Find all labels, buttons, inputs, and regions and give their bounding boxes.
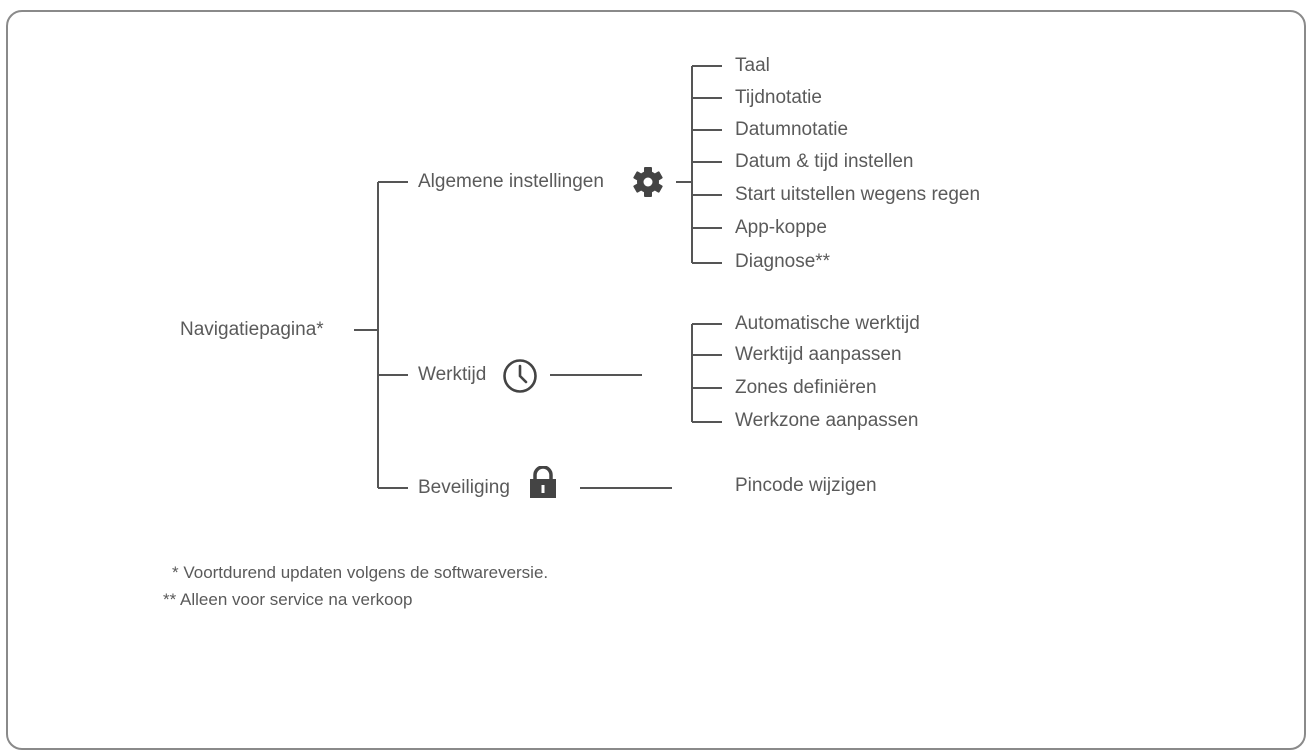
menu-item-datumnotatie: Datumnotatie (735, 119, 849, 140)
lock-icon (530, 466, 556, 498)
menu-item-datum-tijd-instellen: Datum & tijd instellen (735, 151, 914, 172)
gear-icon (633, 167, 663, 197)
menu-item-pincode-wijzigen: Pincode wijzigen (735, 475, 877, 496)
menu-item-taal: Taal (735, 55, 770, 76)
menu-item-werktijd-aanpassen: Werktijd aanpassen (735, 344, 902, 365)
menu-item-werkzone-aanpassen: Werkzone aanpassen (735, 410, 919, 431)
menu-item-tijdnotatie: Tijdnotatie (735, 87, 822, 108)
menu-item-automatische-werktijd: Automatische werktijd (735, 313, 920, 334)
footnote-service: ** Alleen voor service na verkoop (163, 590, 413, 609)
menu-item-diagnose: Diagnose** (735, 251, 831, 272)
menu-item-start-uitstellen: Start uitstellen wegens regen (735, 184, 981, 205)
clock-icon (503, 359, 537, 393)
branch-label-algemene-instellingen: Algemene instellingen (418, 171, 604, 192)
connector-lines (354, 65, 722, 489)
menu-item-zones-definieren: Zones definiëren (735, 377, 877, 398)
footnote-software: * Voortdurend updaten volgens de softwar… (172, 563, 549, 582)
root-label: Navigatiepagina* (180, 319, 324, 340)
menu-item-app-koppe: App-koppe (735, 217, 827, 238)
branch-label-werktijd: Werktijd (418, 364, 487, 385)
branch-label-beveiliging: Beveiliging (418, 477, 510, 498)
